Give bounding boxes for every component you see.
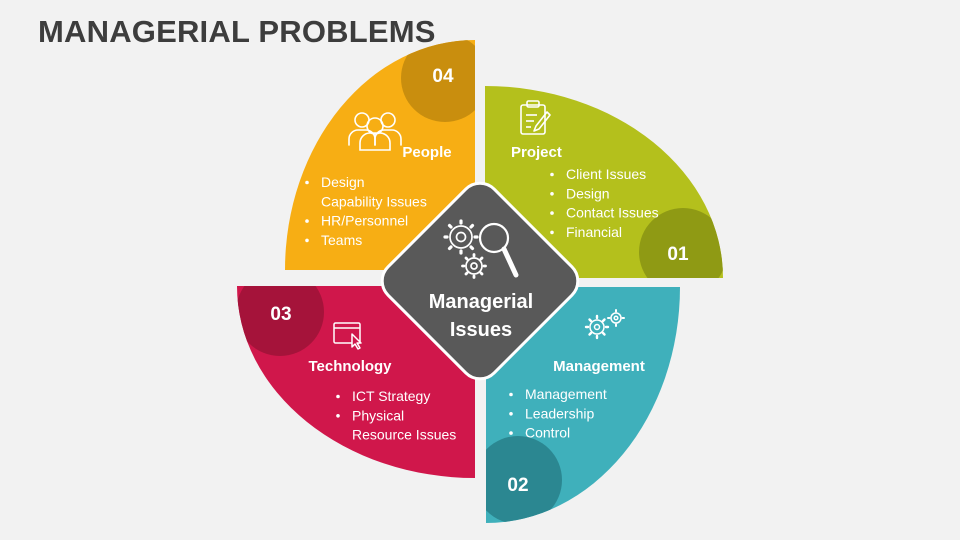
segment-technology-heading: Technology <box>308 358 392 375</box>
list-item: Financial <box>566 224 622 240</box>
bullet-dot <box>550 192 554 196</box>
list-item: Control <box>525 425 570 441</box>
list-item: Management <box>525 386 607 402</box>
list-item: Design <box>321 174 365 190</box>
list-item: Leadership <box>525 405 594 421</box>
center-title-line2: Issues <box>450 319 512 341</box>
gears-icon <box>584 309 625 340</box>
clipboard-icon <box>520 100 551 135</box>
segment-technology: 03 Technology ICT StrategyPhysicalResour… <box>237 286 475 478</box>
center-diamond <box>380 181 580 381</box>
center-hub: Managerial Issues <box>380 181 580 381</box>
list-item: ICT Strategy <box>352 388 430 404</box>
list-item: Resource Issues <box>352 427 456 443</box>
bullet-dot <box>305 180 309 185</box>
segment-technology-number-tab <box>237 286 324 356</box>
segment-management-number-tab <box>486 436 562 523</box>
list-item: Design <box>566 185 610 201</box>
segment-project-number: 01 <box>667 244 689 265</box>
bullet-dot <box>336 414 340 418</box>
segment-project-heading: Project <box>511 144 562 161</box>
bullet-dot <box>509 392 513 397</box>
list-item: Contact Issues <box>566 205 659 221</box>
list-item: Physical <box>352 407 404 423</box>
monitor-cursor-icon <box>333 322 362 350</box>
bullet-dot <box>550 211 554 215</box>
list-item: Teams <box>321 232 362 248</box>
bullet-dot <box>509 412 513 416</box>
bullet-dot <box>336 394 340 399</box>
segment-management: 02 Management ManagementLeadershipContro… <box>486 287 680 523</box>
list-item: Capability Issues <box>321 193 427 209</box>
segment-management-heading: Management <box>553 358 645 375</box>
people-icon <box>348 112 402 151</box>
gears-magnifier-icon <box>443 219 519 279</box>
segment-people-heading: People <box>402 144 451 161</box>
list-item: Client Issues <box>566 166 646 182</box>
list-item: HR/Personnel <box>321 213 408 229</box>
segment-project-number-tab <box>639 208 723 278</box>
page-title: MANAGERIAL PROBLEMS <box>38 14 436 49</box>
bullet-dot <box>550 230 554 235</box>
segment-people-number: 04 <box>432 66 454 87</box>
bullet-dot <box>305 238 309 243</box>
bullet-dot <box>509 431 513 435</box>
segment-management-number: 02 <box>507 475 528 496</box>
segment-people-number-tab <box>401 40 475 122</box>
segment-technology-number: 03 <box>270 304 291 325</box>
center-title-line1: Managerial <box>429 291 533 313</box>
bullet-dot <box>305 219 309 223</box>
bullet-dot <box>550 172 554 177</box>
